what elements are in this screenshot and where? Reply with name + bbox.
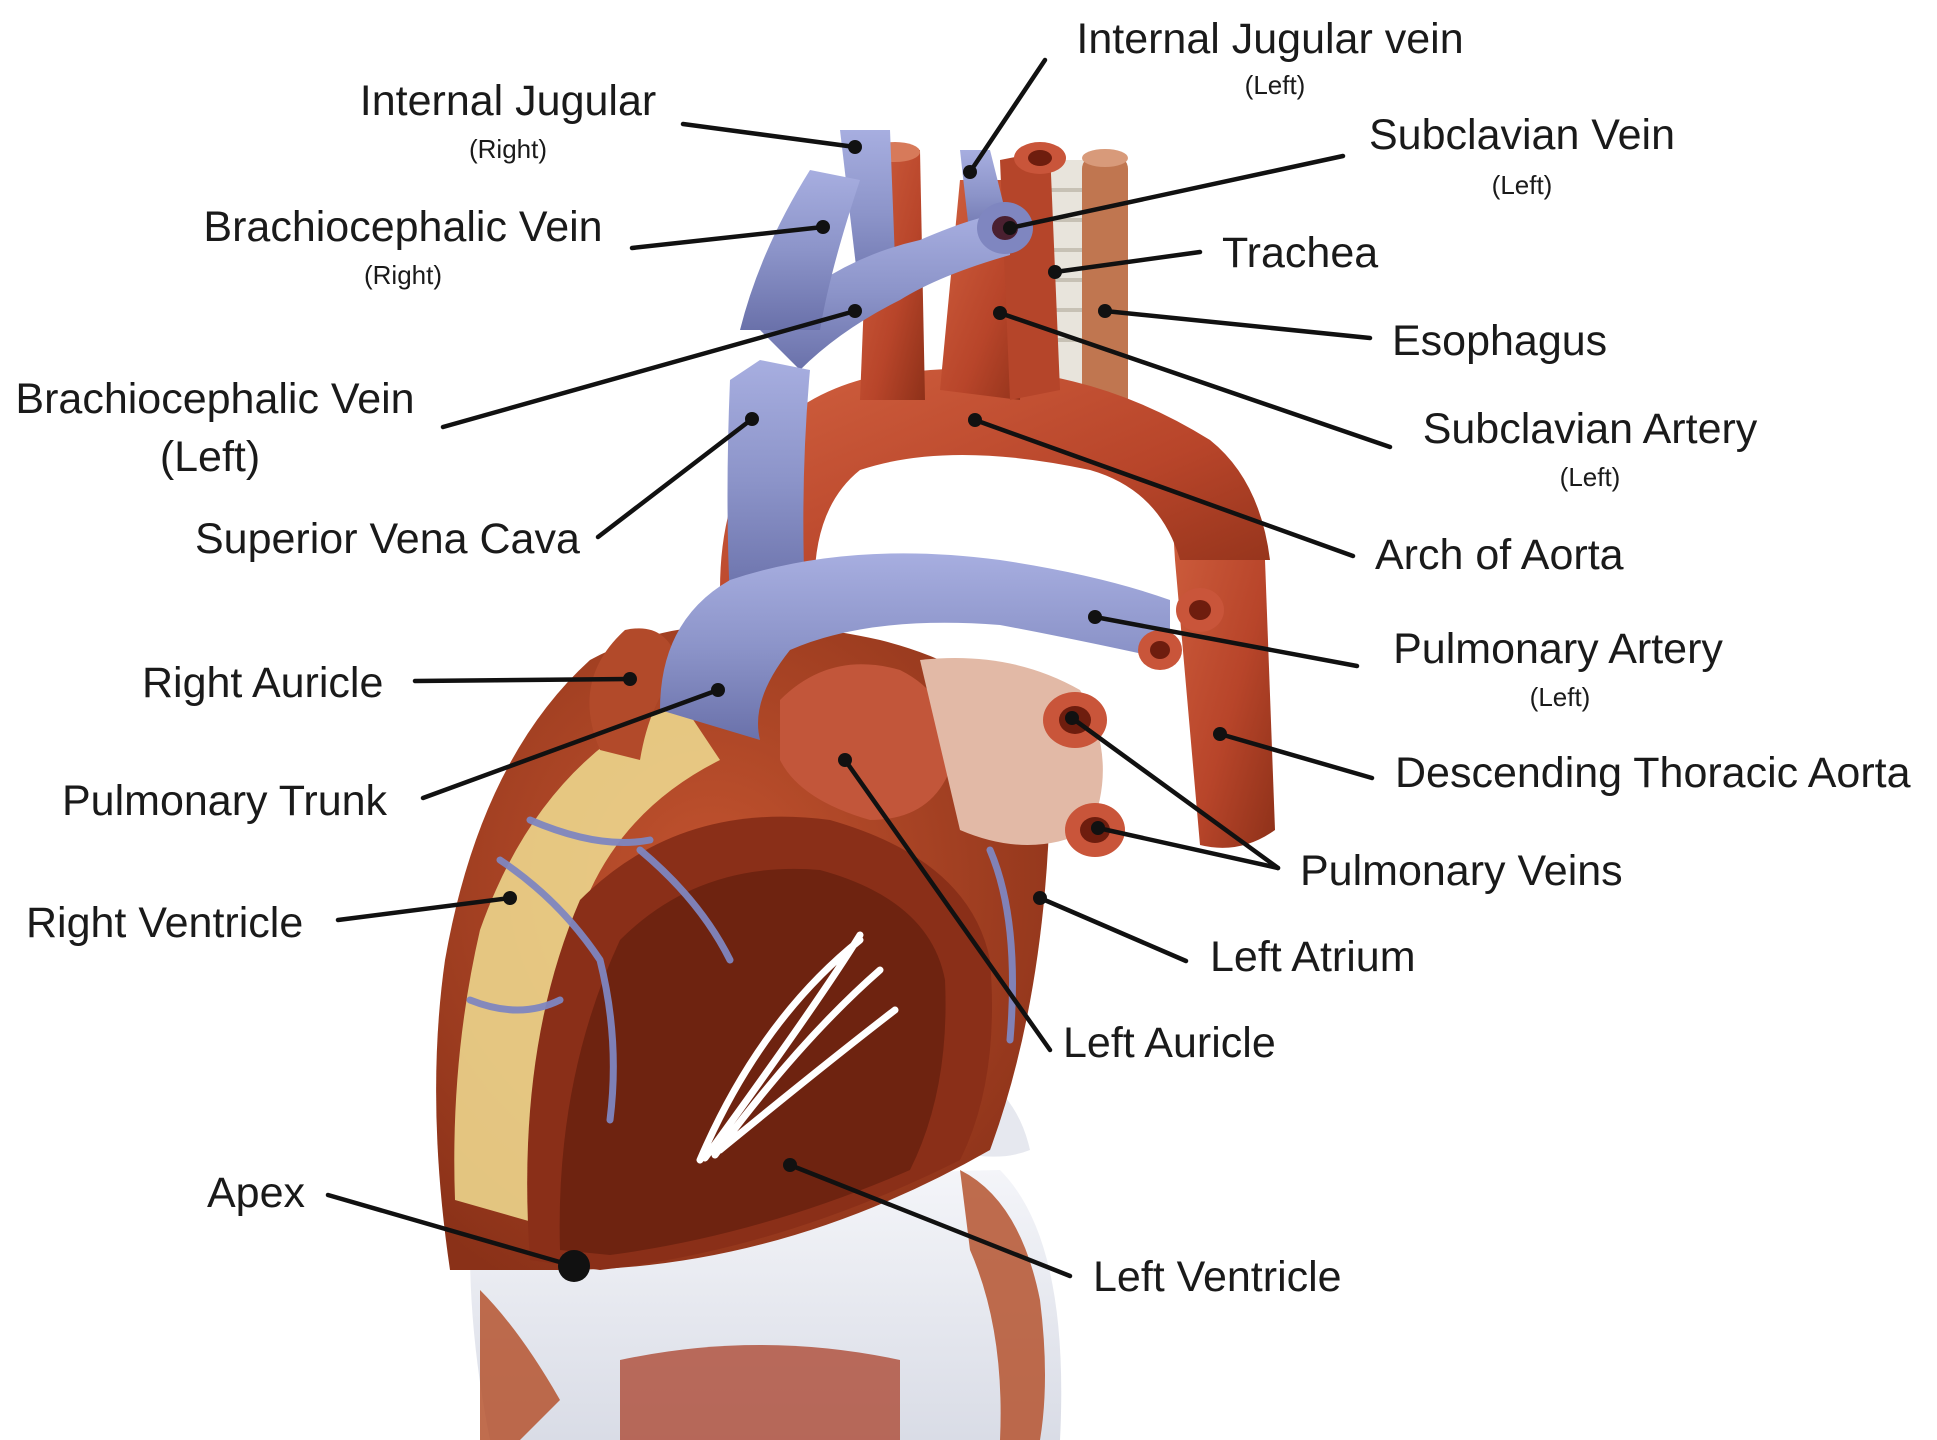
anchor-esophagus xyxy=(1098,304,1112,318)
label-apex: Apex xyxy=(207,1172,305,1215)
label-brachiocephalic-vein-left-side: (Left) xyxy=(160,436,260,479)
label-right-ventricle: Right Ventricle xyxy=(26,902,303,945)
label-pulmonary-artery-left: Pulmonary Artery xyxy=(1393,628,1723,671)
anchor-descending-thoracic-aorta xyxy=(1213,727,1227,741)
anchor-internal-jugular-right xyxy=(848,140,862,154)
anchor-pulmonary-trunk xyxy=(711,683,725,697)
label-descending-thoracic-aorta: Descending Thoracic Aorta xyxy=(1395,752,1911,795)
label-left-ventricle: Left Ventricle xyxy=(1093,1256,1342,1299)
label-subclavian-artery-left: Subclavian Artery xyxy=(1423,408,1758,451)
anchor-trachea xyxy=(1048,265,1062,279)
label-right-auricle: Right Auricle xyxy=(142,662,383,705)
label-internal-jugular-right: Internal Jugular xyxy=(360,80,656,123)
label-left-atrium: Left Atrium xyxy=(1210,936,1416,979)
label-subclavian-vein-left-side: (Left) xyxy=(1492,172,1553,198)
label-arch-of-aorta: Arch of Aorta xyxy=(1375,534,1624,577)
anchor-superior-vena-cava xyxy=(745,412,759,426)
label-subclavian-vein-left: Subclavian Vein xyxy=(1369,114,1675,157)
label-brachiocephalic-vein-right: Brachiocephalic Vein xyxy=(203,206,602,249)
label-internal-jugular-vein-left: Internal Jugular vein xyxy=(1076,18,1463,61)
label-pulmonary-artery-left-side: (Left) xyxy=(1530,684,1591,710)
anchor-left-atrium xyxy=(1033,891,1047,905)
anchor-pulmonary-veins-lower xyxy=(1091,821,1105,835)
anchor-left-auricle xyxy=(838,753,852,767)
anchor-subclavian-artery-left xyxy=(993,306,1007,320)
leader-left-atrium xyxy=(1040,898,1186,961)
label-trachea: Trachea xyxy=(1222,232,1378,275)
anchor-brachiocephalic-vein-left xyxy=(848,304,862,318)
anchor-brachiocephalic-vein-right xyxy=(816,220,830,234)
anchor-right-auricle xyxy=(623,672,637,686)
label-brachiocephalic-vein-left: Brachiocephalic Vein xyxy=(15,378,414,421)
label-left-auricle: Left Auricle xyxy=(1063,1022,1276,1065)
label-pulmonary-veins: Pulmonary Veins xyxy=(1300,850,1623,893)
label-brachiocephalic-vein-right-side: (Right) xyxy=(364,262,442,288)
label-superior-vena-cava: Superior Vena Cava xyxy=(195,518,580,561)
anchor-left-ventricle xyxy=(783,1158,797,1172)
anchor-right-ventricle xyxy=(503,891,517,905)
label-pulmonary-trunk: Pulmonary Trunk xyxy=(62,780,387,823)
anchor-pulmonary-artery-left xyxy=(1088,610,1102,624)
leader-internal-jugular-right xyxy=(683,124,855,147)
anchor-pulmonary-veins-upper xyxy=(1065,711,1079,725)
label-internal-jugular-vein-left-side: (Left) xyxy=(1245,72,1306,98)
anchor-arch-of-aorta xyxy=(968,413,982,427)
anchor-subclavian-vein-left xyxy=(1003,221,1017,235)
anchor-internal-jugular-vein-left xyxy=(963,165,977,179)
leader-right-auricle xyxy=(415,679,630,681)
label-internal-jugular-right-side: (Right) xyxy=(469,136,547,162)
leader-esophagus xyxy=(1105,311,1370,338)
label-esophagus: Esophagus xyxy=(1392,320,1607,363)
anchor-apex xyxy=(558,1250,590,1282)
label-subclavian-artery-left-side: (Left) xyxy=(1560,464,1621,490)
